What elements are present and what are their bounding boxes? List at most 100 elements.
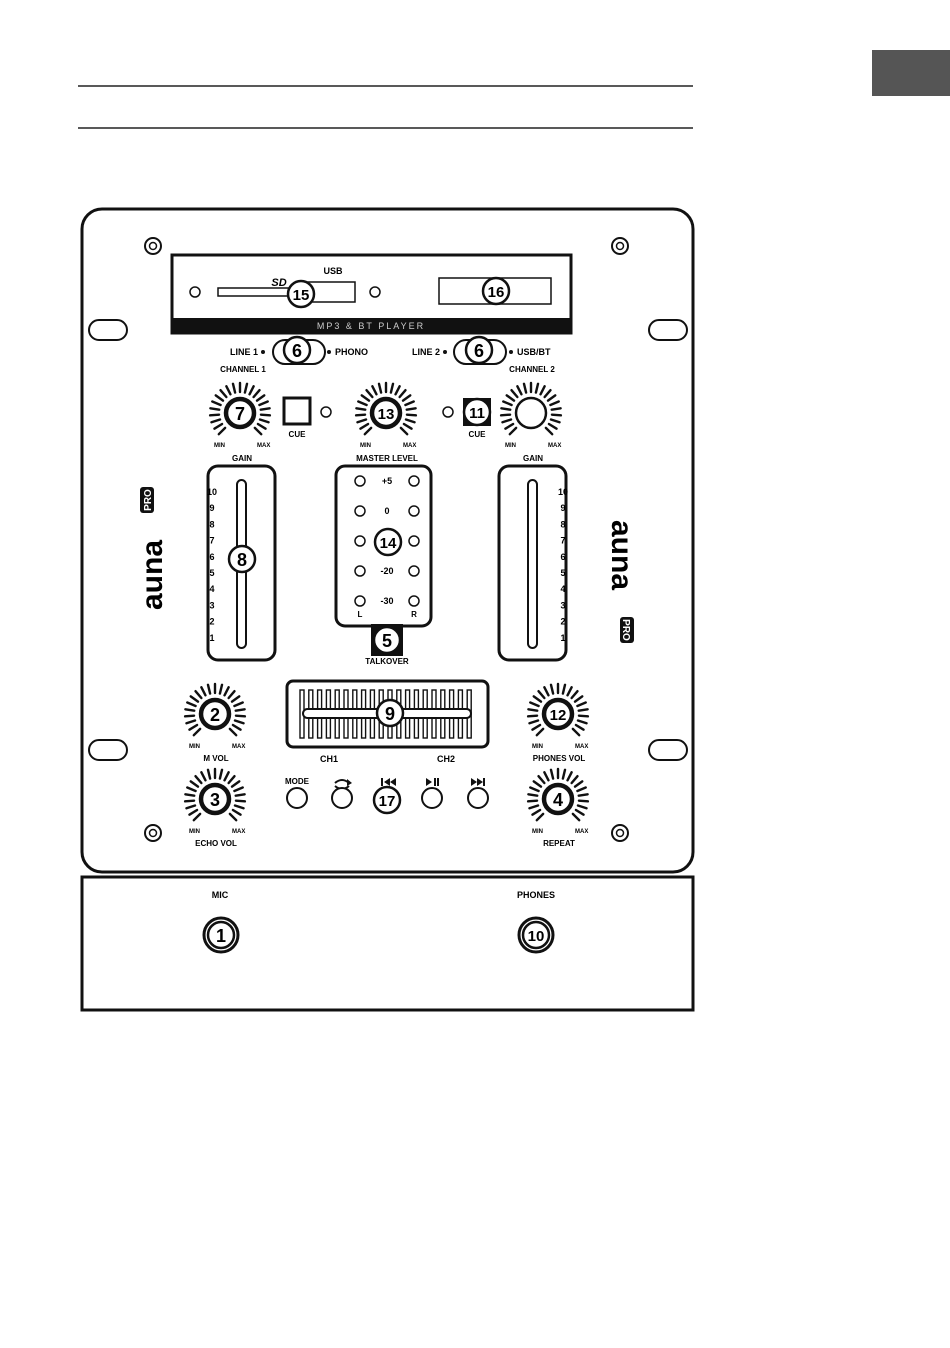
mic-label: MIC bbox=[212, 890, 229, 900]
max-label: MAX bbox=[232, 829, 245, 835]
meter-led-left bbox=[354, 475, 366, 487]
min-label: MIN bbox=[189, 829, 200, 835]
usb-label: USB bbox=[323, 266, 343, 276]
max-label: MAX bbox=[232, 744, 245, 750]
brand-sub: PRO bbox=[143, 489, 154, 511]
repeat-label: REPEAT bbox=[543, 839, 575, 848]
gain-knob-ch2[interactable]: MIN MAX GAIN bbox=[499, 381, 563, 463]
prev-icon bbox=[381, 778, 396, 786]
meter-led-right bbox=[408, 475, 420, 487]
echo-vol-label: ECHO VOL bbox=[195, 839, 237, 848]
callout-6-left: 6 bbox=[282, 335, 312, 365]
player-panel: MP3 & BT PLAYER SD USB bbox=[170, 253, 573, 335]
meter-leds bbox=[354, 475, 420, 607]
callout-8: 8 bbox=[227, 544, 257, 574]
player-led-left bbox=[189, 286, 201, 298]
meter-led-left bbox=[354, 595, 366, 607]
meter-scale-label: +5 bbox=[382, 476, 392, 486]
channel1-label: CHANNEL 1 bbox=[220, 365, 266, 374]
callout-10: 10 bbox=[521, 920, 551, 950]
fader-scale-tick: 4 bbox=[209, 584, 214, 594]
callout-7-number: 7 bbox=[235, 404, 245, 424]
phones-vol-label: PHONES VOL bbox=[533, 754, 586, 763]
gain-label-ch1: GAIN bbox=[232, 454, 252, 463]
callout-1-number: 1 bbox=[216, 926, 226, 946]
min-label: MIN bbox=[505, 443, 516, 449]
fader-scale-tick: 3 bbox=[209, 600, 214, 610]
fader-scale-tick: 2 bbox=[209, 617, 214, 627]
fader-scale-tick: 1 bbox=[209, 633, 214, 643]
sd-slot[interactable] bbox=[217, 287, 291, 297]
callout-3-number: 3 bbox=[210, 790, 220, 810]
cue-led-ch1 bbox=[320, 406, 332, 418]
callout-10-number: 10 bbox=[528, 928, 545, 945]
fader-scale-tick: 6 bbox=[560, 552, 565, 562]
fader-scale-tick: 8 bbox=[209, 519, 214, 529]
player-transport: MODE bbox=[285, 777, 489, 809]
callout-1: 1 bbox=[206, 920, 236, 950]
meter-led-right bbox=[408, 505, 420, 517]
next-icon bbox=[471, 778, 485, 786]
meter-led-right bbox=[408, 595, 420, 607]
knob-body[interactable] bbox=[514, 396, 548, 430]
mode-button[interactable] bbox=[286, 787, 308, 809]
player-led-right bbox=[369, 286, 381, 298]
callout-11: 11 bbox=[462, 397, 492, 427]
master-level-label: MASTER LEVEL bbox=[356, 454, 418, 463]
callout-markers: 1 2 3 4 5 6 6 7 8 9 10 11 12 13 14 15 16… bbox=[200, 276, 573, 950]
callout-12-number: 12 bbox=[550, 707, 567, 724]
callout-4: 4 bbox=[543, 784, 573, 814]
talkover-label: TALKOVER bbox=[365, 657, 409, 666]
play-pause-button[interactable] bbox=[421, 787, 443, 809]
max-label: MAX bbox=[575, 829, 588, 835]
callout-13-number: 13 bbox=[378, 406, 395, 423]
meter-scale-label: -20 bbox=[380, 566, 393, 576]
next-button[interactable] bbox=[467, 787, 489, 809]
max-label: MAX bbox=[575, 744, 588, 750]
phones-label: PHONES bbox=[517, 890, 555, 900]
fader-scale-tick: 7 bbox=[560, 536, 565, 546]
play-pause-icon bbox=[426, 778, 439, 786]
cue-led-ch2 bbox=[442, 406, 454, 418]
channel2-label: CHANNEL 2 bbox=[509, 365, 555, 374]
meter-led-right bbox=[408, 535, 420, 547]
callout-14: 14 bbox=[373, 527, 403, 557]
callout-15: 15 bbox=[286, 279, 316, 309]
fader-scale-tick: 8 bbox=[560, 519, 565, 529]
fader-scale-tick: 9 bbox=[560, 503, 565, 513]
repeat-button[interactable] bbox=[331, 787, 353, 809]
fader-scale-tick: 3 bbox=[560, 600, 565, 610]
line1-label: LINE 1 bbox=[230, 347, 258, 357]
min-label: MIN bbox=[214, 443, 225, 449]
usbbt-label: USB/BT bbox=[517, 347, 551, 357]
callout-8-number: 8 bbox=[237, 550, 247, 570]
min-label: MIN bbox=[532, 829, 543, 835]
fader-scale-tick: 6 bbox=[209, 552, 214, 562]
callout-14-number: 14 bbox=[380, 535, 397, 552]
callout-4-number: 4 bbox=[553, 790, 563, 810]
callout-9: 9 bbox=[375, 698, 405, 728]
meter-led-left bbox=[354, 505, 366, 517]
cue-label-ch1: CUE bbox=[289, 430, 307, 439]
max-label: MAX bbox=[548, 443, 561, 449]
fader-scale-tick: 7 bbox=[209, 536, 214, 546]
callout-5: 5 bbox=[372, 625, 402, 655]
brand-text: auna bbox=[136, 540, 169, 610]
brand-logo-right: auna PRO bbox=[605, 520, 638, 643]
cue-button-ch1[interactable] bbox=[282, 396, 312, 426]
callout-6b-number: 6 bbox=[474, 341, 484, 361]
gain-label-ch2: GAIN bbox=[523, 454, 543, 463]
brand-text: auna bbox=[605, 520, 638, 590]
meter-scale-label: 0 bbox=[384, 506, 389, 516]
fader-scale-tick: 5 bbox=[209, 568, 214, 578]
fader-scale-tick: 10 bbox=[207, 487, 217, 497]
mounting-slots bbox=[88, 319, 688, 761]
callout-7: 7 bbox=[225, 398, 255, 428]
fader-track-ch2[interactable] bbox=[527, 479, 538, 649]
callout-17-number: 17 bbox=[379, 793, 396, 810]
crossfader-ch1-label: CH1 bbox=[320, 754, 338, 764]
jack-panel bbox=[80, 875, 695, 1012]
